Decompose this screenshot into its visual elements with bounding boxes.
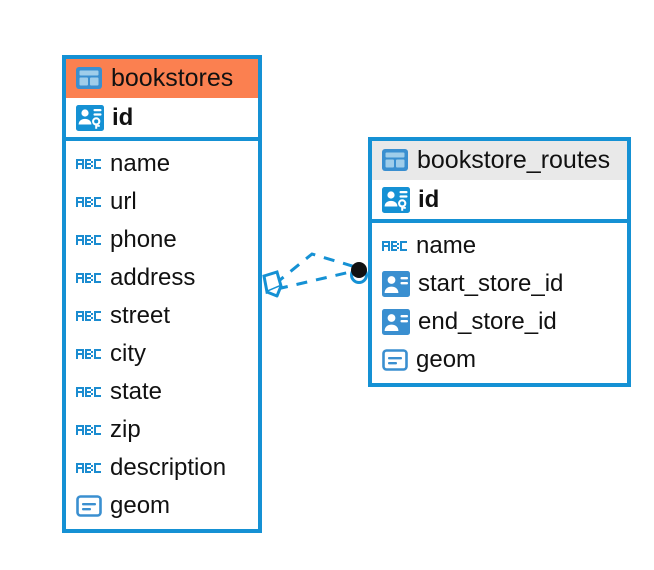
primary-key-icon (76, 104, 104, 131)
polygon-diamond-marker (262, 270, 283, 298)
abc-text-icon (76, 387, 101, 398)
filled-circle-marker (350, 262, 368, 284)
field-name: id (112, 103, 134, 131)
abc-text-icon (76, 463, 101, 474)
abc-text-icon (76, 349, 101, 360)
abc-text-icon (76, 273, 101, 284)
field-row-city[interactable]: city (66, 335, 258, 373)
entity-bookstore-routes[interactable]: bookstore_routes id (368, 137, 631, 388)
field-list-bookstore-routes: name start_store_id (372, 223, 627, 383)
relationship-connector[interactable] (255, 240, 385, 325)
field-name: geom (110, 492, 171, 520)
field-row-description[interactable]: description (66, 449, 258, 487)
field-row-address[interactable]: address (66, 259, 258, 297)
field-row-zip[interactable]: zip (66, 411, 258, 449)
geometry-icon (382, 349, 408, 372)
entity-header-bookstore-routes[interactable]: bookstore_routes (372, 141, 627, 181)
entity-bookstores[interactable]: bookstores id (62, 55, 262, 534)
field-name: phone (110, 226, 177, 254)
field-row-phone[interactable]: phone (66, 221, 258, 259)
entity-title: bookstore_routes (417, 146, 611, 174)
field-name: state (110, 378, 163, 406)
abc-text-icon (76, 235, 101, 246)
abc-text-icon (382, 241, 407, 252)
field-list-bookstores: name url (66, 141, 258, 529)
field-row-geom[interactable]: geom (372, 341, 627, 379)
primary-key-icon (382, 186, 410, 213)
field-name: name (416, 232, 477, 260)
foreign-key-icon (382, 271, 410, 298)
field-name: address (110, 264, 196, 292)
table-icon (76, 67, 102, 90)
field-row-name[interactable]: name (372, 227, 627, 265)
relationship-line-upper (274, 252, 360, 286)
field-name: description (110, 454, 227, 482)
field-row-primary-key[interactable]: id (372, 180, 627, 224)
field-row-street[interactable]: street (66, 297, 258, 335)
abc-text-icon (76, 425, 101, 436)
relationship-line-lower (276, 268, 360, 291)
entity-title: bookstores (111, 64, 234, 92)
field-row-url[interactable]: url (66, 183, 258, 221)
field-row-state[interactable]: state (66, 373, 258, 411)
geometry-icon (76, 495, 102, 518)
field-row-primary-key[interactable]: id (66, 98, 258, 142)
abc-text-icon (76, 311, 101, 322)
field-row-name[interactable]: name (66, 145, 258, 183)
field-name: street (110, 302, 171, 330)
field-name: start_store_id (418, 270, 564, 298)
field-name: name (110, 150, 171, 178)
abc-text-icon (76, 197, 101, 208)
field-name: city (110, 340, 146, 368)
table-icon (382, 149, 408, 172)
field-name: geom (416, 346, 477, 374)
field-name: id (418, 185, 440, 213)
field-row-start-store-id[interactable]: start_store_id (372, 265, 627, 303)
field-name: end_store_id (418, 308, 557, 336)
field-name: url (110, 188, 137, 216)
field-name: zip (110, 416, 141, 444)
entity-header-bookstores[interactable]: bookstores (66, 59, 258, 99)
foreign-key-icon (382, 309, 410, 336)
abc-text-icon (76, 159, 101, 170)
field-row-geom[interactable]: geom (66, 487, 258, 525)
field-row-end-store-id[interactable]: end_store_id (372, 303, 627, 341)
